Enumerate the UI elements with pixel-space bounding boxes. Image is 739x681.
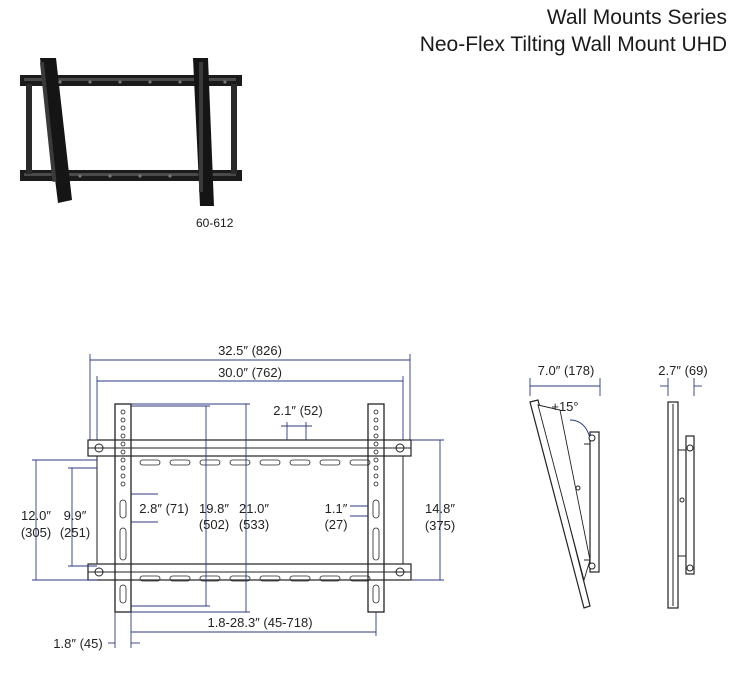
model-number: 60-612 — [196, 216, 234, 230]
dim-tilt-angle: +15° — [551, 399, 578, 414]
dim-flat-depth: 2.7″ (69) — [658, 363, 707, 378]
dim-left-height-in: 12.0″ — [21, 508, 51, 523]
product-photo — [20, 58, 242, 206]
dim-vertical-1-in: 19.8″ — [199, 501, 229, 516]
dim-left-inner-height-in: 9.9″ — [64, 508, 87, 523]
front-view-drawing — [32, 354, 444, 648]
dim-rail-width: 30.0″ (762) — [218, 365, 282, 380]
dim-tilted-depth: 7.0″ (178) — [538, 363, 595, 378]
dim-arm-spacing: 2.1″ (52) — [273, 403, 322, 418]
series-title: Wall Mounts Series — [546, 6, 727, 29]
dim-slot-in: 1.1″ — [325, 501, 348, 516]
dim-total-height-mm: (375) — [425, 518, 455, 533]
side-view-tilted-drawing — [529, 378, 601, 609]
product-title: Neo-Flex Tilting Wall Mount UHD — [419, 33, 727, 56]
dim-bottom-offset: 1.8″ (45) — [53, 636, 102, 651]
dim-arm-offset: 2.8″ (71) — [139, 501, 188, 516]
dim-vertical-2-in: 21.0″ — [239, 501, 269, 516]
dim-total-height-in: 14.8″ — [425, 501, 455, 516]
dim-left-inner-height-mm: (251) — [60, 525, 90, 540]
dim-vertical-2-mm: (533) — [239, 517, 269, 532]
dim-vertical-1-mm: (502) — [199, 517, 229, 532]
header: Wall Mounts Series Neo-Flex Tilting Wall… — [420, 4, 727, 58]
dim-overall-width: 32.5″ (826) — [218, 343, 282, 358]
dim-horizontal-range: 1.8-28.3″ (45-718) — [207, 615, 312, 630]
dim-slot-mm: (27) — [324, 517, 347, 532]
dimension-labels: 32.5″ (826) 30.0″ (762) 2.1″ (52) 12.0″ … — [21, 343, 708, 651]
dim-left-height-mm: (305) — [21, 525, 51, 540]
side-view-flat-drawing — [660, 378, 702, 609]
